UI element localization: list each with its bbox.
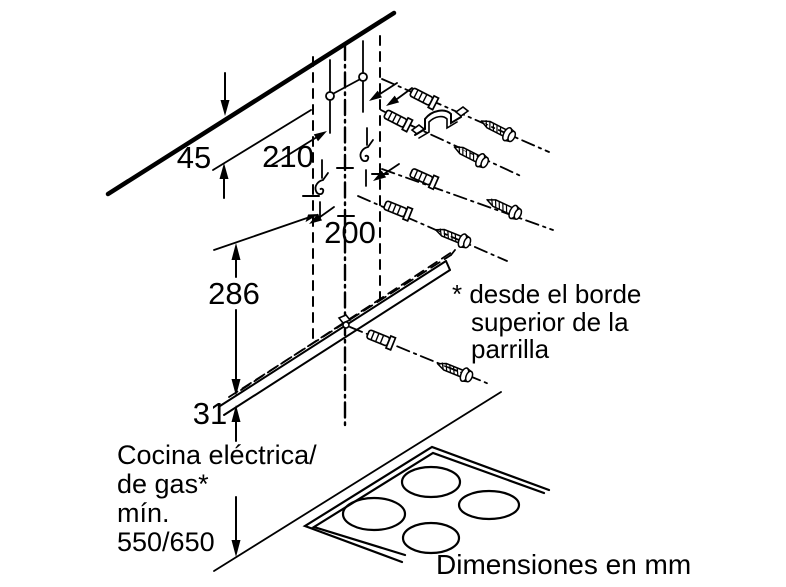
dimension-label-200: 200 [324,215,376,250]
wall-anchor-row4 [381,197,414,222]
burner-front-right [401,521,461,555]
grill-note-line2: superior de la [471,306,629,337]
cooktop [302,445,551,564]
cooker-note-line3: mín. [117,498,170,528]
dim-286-arrow [231,243,241,396]
dim-200-leader-arrow [213,214,319,251]
cooktop-outer-edge [302,445,551,564]
units-note: Dimensiones en mm [436,549,692,580]
dimension-label-286: 286 [205,278,263,309]
fixing-row-4-axis [357,195,508,262]
fixing-pointer-arrows [309,82,413,224]
cooker-note-line2: de gas* [117,469,209,499]
dimension-label-210: 210 [262,139,314,174]
dim-31-arrow [231,405,241,442]
counter-line [213,391,502,572]
burner-front-left [341,496,407,532]
hood-top-reference-line [212,109,312,171]
fixing-row-3-axis [381,168,554,231]
screw-row1 [477,113,519,146]
wall-anchor-row1 [407,84,440,111]
dim-210-leader-arrow [271,131,327,166]
cooktop-inner-edge [311,451,546,557]
ceiling-pointer-arrow [220,72,230,116]
fixing-row-1-axis [381,78,550,153]
dimension-label-45: 45 [176,140,212,175]
lower-mounting-rail [219,249,456,416]
grill-note-line1: * desde el borde [452,279,642,309]
cooker-note-line1: Cocina eléctrica/ [117,440,317,470]
burner-back-right [457,489,521,521]
wall-anchor-row2 [381,106,414,133]
min-height-arrow [231,496,241,557]
cooker-min-distance-note: Cocina eléctrica/ de gas* mín. 550/650 [117,441,317,557]
dim-45-arrow [219,163,229,199]
screw-row2 [450,139,492,172]
centerline-ticks [302,127,389,219]
mounting-bracket [410,105,470,139]
upper-mounting-holes [325,40,368,134]
ceiling-line [105,10,397,197]
burner-back-left [400,465,462,499]
grill-note-line3: parrilla [471,334,550,364]
dimension-label-31: 31 [192,396,228,431]
wall-anchor-rail [364,326,397,351]
rail-center-screw [337,314,352,329]
wall-anchor-row3 [407,165,440,191]
grill-edge-note: * desde el borde superior de la parrilla [452,279,642,364]
cooker-note-line4: 550/650 [117,527,215,557]
